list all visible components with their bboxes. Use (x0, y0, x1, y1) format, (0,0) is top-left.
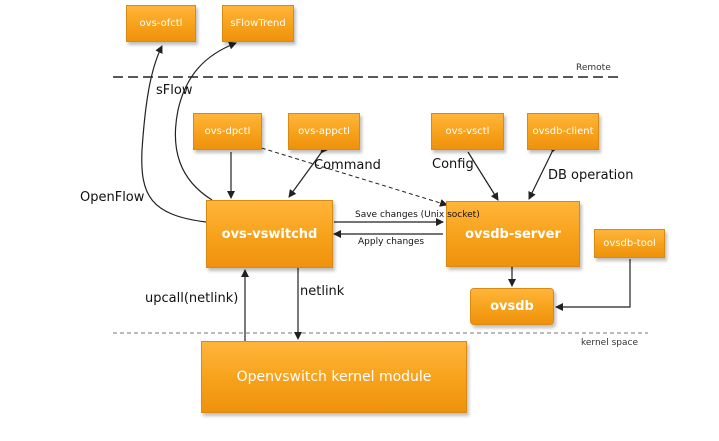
ovs-dpctl-box: ovs-dpctl (193, 113, 262, 150)
sflow-arrow (174, 41, 237, 201)
tool-db-arrow (555, 259, 631, 311)
dashed-arrow (254, 145, 448, 207)
config-label: Config (432, 157, 474, 172)
kernel-space-label: kernel space (581, 338, 638, 348)
openflow-arrow (141, 45, 207, 223)
config-arrow (467, 151, 499, 201)
upcall-label: upcall(netlink) (145, 291, 239, 306)
apply-changes-label: Apply changes (358, 237, 425, 247)
sflowtrend-box: sFlowTrend (222, 5, 294, 42)
openflow-label: OpenFlow (80, 190, 145, 205)
netlink-label: netlink (300, 284, 345, 299)
ovsdb-tool-box: ovsdb-tool (594, 229, 665, 258)
db-operation-label: DB operation (548, 168, 634, 183)
ovsdb-client-box: ovsdb-client (527, 113, 599, 150)
ovs-appctl-box: ovs-appctl (288, 113, 360, 150)
remote-label: Remote (576, 63, 611, 73)
kernel-module-box: Openvswitch kernel module (201, 341, 467, 413)
ovsdb-box: ovsdb (470, 288, 554, 325)
appctl-arrow (288, 144, 329, 198)
ovs-vsctl-box: ovs-vsctl (431, 113, 504, 150)
db-operation-arrow (528, 143, 559, 200)
ovs-ofctl-box: ovs-ofctl (126, 5, 196, 42)
ovsdb-server-box: ovsdb-server (446, 201, 580, 267)
ovs-vswitchd-box: ovs-vswitchd (206, 200, 333, 268)
save-changes-label: Save changes (Unix socket) (355, 210, 480, 220)
sflow-label: sFlow (156, 83, 193, 98)
command-label: Command (314, 158, 381, 173)
